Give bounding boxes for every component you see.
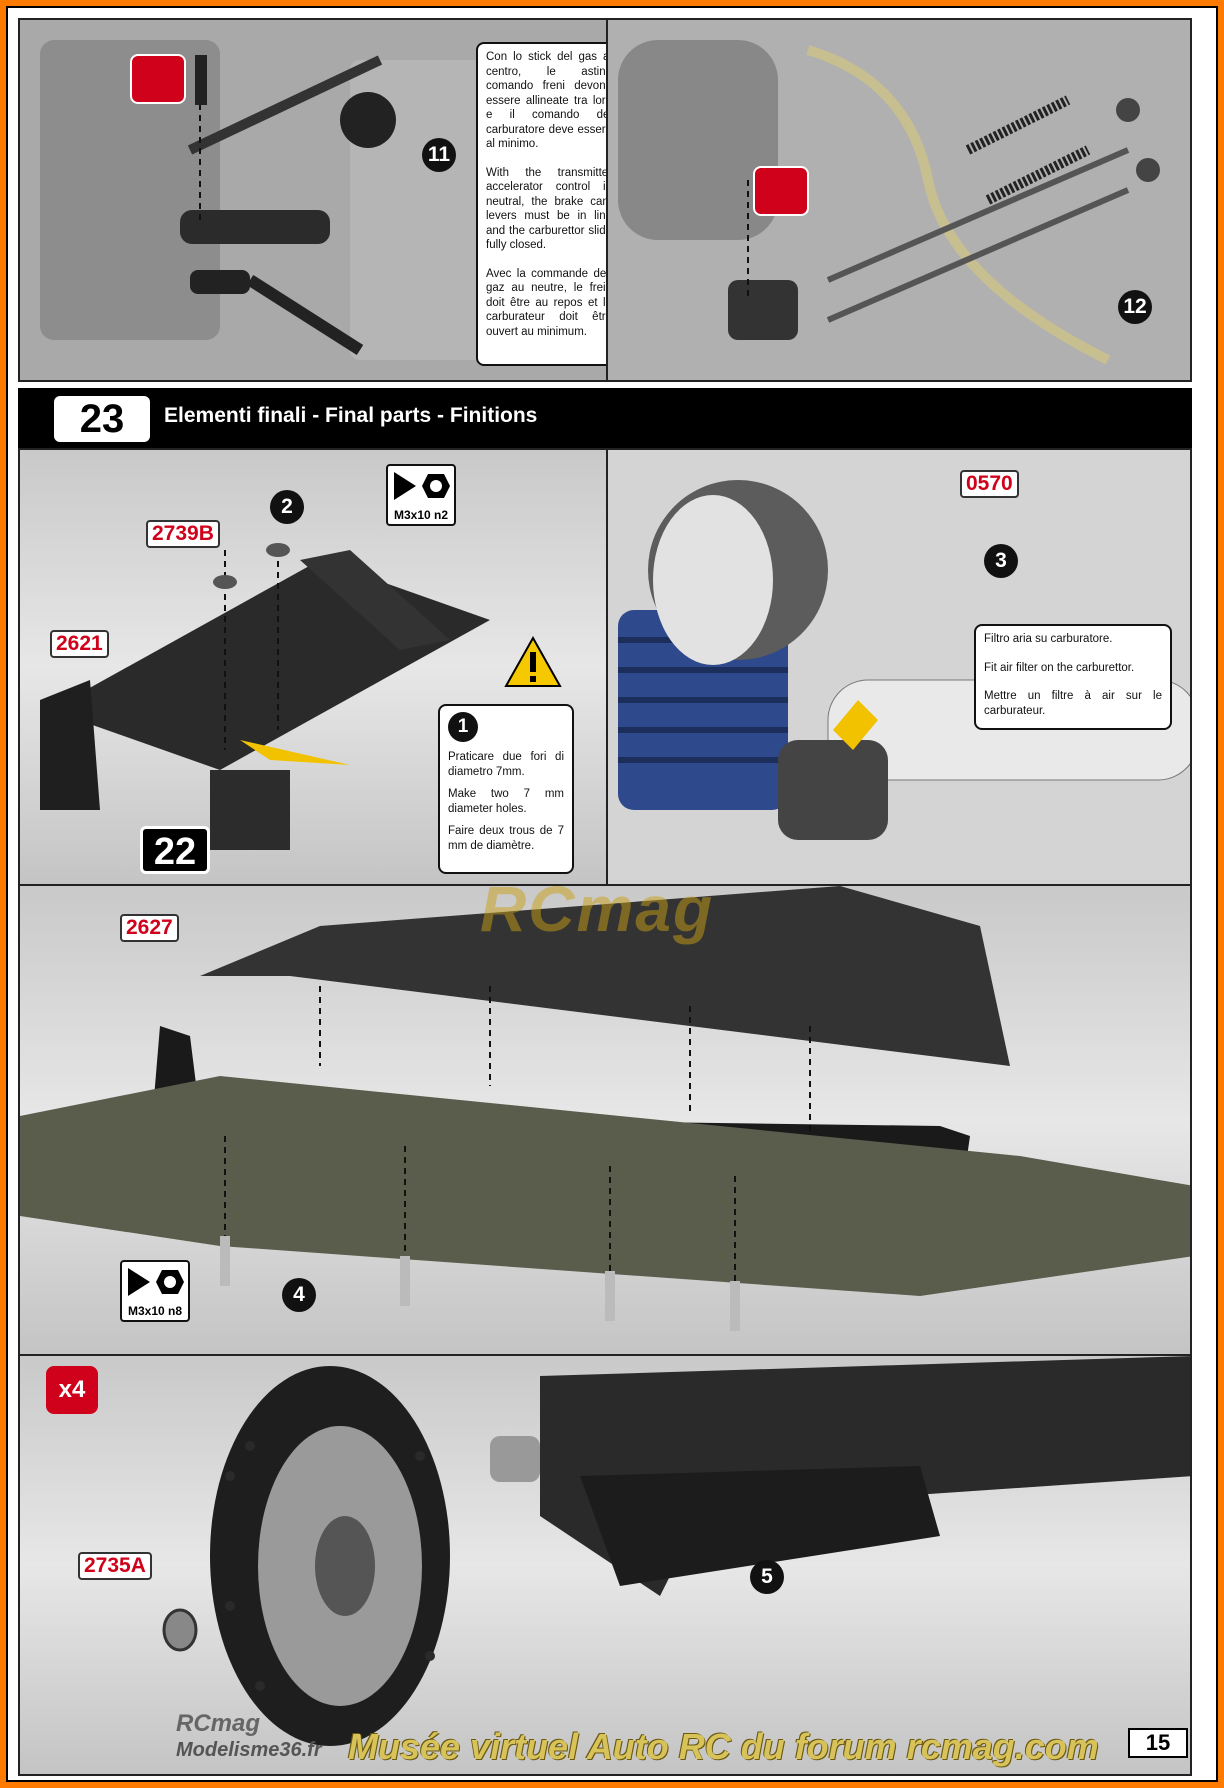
warning-icon — [504, 636, 562, 687]
note-italian: Praticare due fori di diametro 7mm. — [448, 751, 564, 778]
hex-screw-icon — [394, 472, 450, 500]
rcmag-watermark: RCmag — [480, 884, 715, 945]
screw-label: M3x10 n8 — [127, 1304, 183, 1318]
drill-holes-note: 1 Praticare due fori di diametro 7mm. Ma… — [438, 704, 574, 874]
screw-lock-icon — [753, 166, 809, 216]
air-filter-illustration — [608, 450, 1190, 884]
step-2-marker: 2 — [270, 490, 304, 524]
screw-lock-icon — [130, 54, 186, 104]
panel-air-filter: 0570 3 Filtro aria su carburatore. Fit a… — [606, 448, 1192, 886]
hex-screw-icon — [128, 1268, 184, 1296]
part-0570-label: 0570 — [960, 470, 1019, 498]
panel-side-guards: RCmag 2627 M3x10 n8 4 — [18, 884, 1192, 1356]
step-12-marker: 12 — [1118, 290, 1152, 324]
part-2621-label: 2621 — [50, 630, 109, 658]
screw-m3x10-n2-tag: M3x10 n2 — [386, 464, 456, 526]
section-number: 23 — [54, 396, 150, 442]
air-filter-note: Filtro aria su carburatore. Fit air filt… — [974, 624, 1172, 730]
modelisme36-logo: Modelisme36.fr — [176, 1739, 322, 1761]
panel-brake-springs: 12 — [606, 18, 1192, 382]
note-french: Faire deux trous de 7 mm de diamètre. — [448, 825, 564, 852]
note-french: Avec la commande des gaz au neutre, le f… — [486, 267, 612, 338]
note-english: Fit air filter on the carburettor. — [984, 661, 1135, 674]
manual-page: 11 Con lo stick del gas al centro, le as… — [6, 6, 1218, 1782]
step-3-marker: 3 — [984, 544, 1018, 578]
note-1-marker: 1 — [448, 712, 478, 742]
section-header: 23 Elementi finali - Final parts - Finit… — [18, 388, 1192, 450]
panel-rear-wing: 2739B 2621 2 M3x10 n2 1 Praticare due fo… — [18, 448, 608, 886]
note-italian: Con lo stick del gas al centro, le astin… — [486, 51, 612, 150]
step-11-marker: 11 — [422, 138, 456, 172]
step-5-marker: 5 — [750, 1560, 784, 1594]
note-english: With the transmitter accelerator control… — [486, 166, 612, 252]
note-italian: Filtro aria su carburatore. — [984, 633, 1113, 645]
rcmag-logo: RCmag — [176, 1710, 261, 1737]
screw-m3x10-n8-tag: M3x10 n8 — [120, 1260, 190, 1322]
part-2735a-label: 2735A — [78, 1552, 152, 1580]
section-title: Elementi finali - Final parts - Finition… — [164, 404, 538, 427]
part-2739b-label: 2739B — [146, 520, 220, 548]
chassis-illustration — [20, 886, 1190, 1331]
panel-wheels: x4 2735A 5 — [18, 1354, 1192, 1776]
ref-step-22: 22 — [140, 826, 210, 874]
brake-neutral-note: Con lo stick del gas al centro, le astin… — [476, 42, 622, 366]
page-number: 15 — [1128, 1728, 1188, 1758]
note-english: Make two 7 mm diameter holes. — [448, 788, 564, 815]
note-french: Mettre un filtre à air sur le carburateu… — [984, 690, 1162, 717]
part-2627-label: 2627 — [120, 914, 179, 942]
footer-museum-text: Musée virtuel Auto RC du forum rcmag.com — [348, 1726, 1099, 1767]
quantity-x4-badge: x4 — [46, 1366, 98, 1414]
step-4-marker: 4 — [282, 1278, 316, 1312]
screw-label: M3x10 n2 — [393, 508, 449, 522]
wheel-illustration — [162, 1356, 1190, 1746]
rear-wing-illustration — [40, 543, 490, 850]
brake-springs-illustration — [608, 20, 1190, 380]
